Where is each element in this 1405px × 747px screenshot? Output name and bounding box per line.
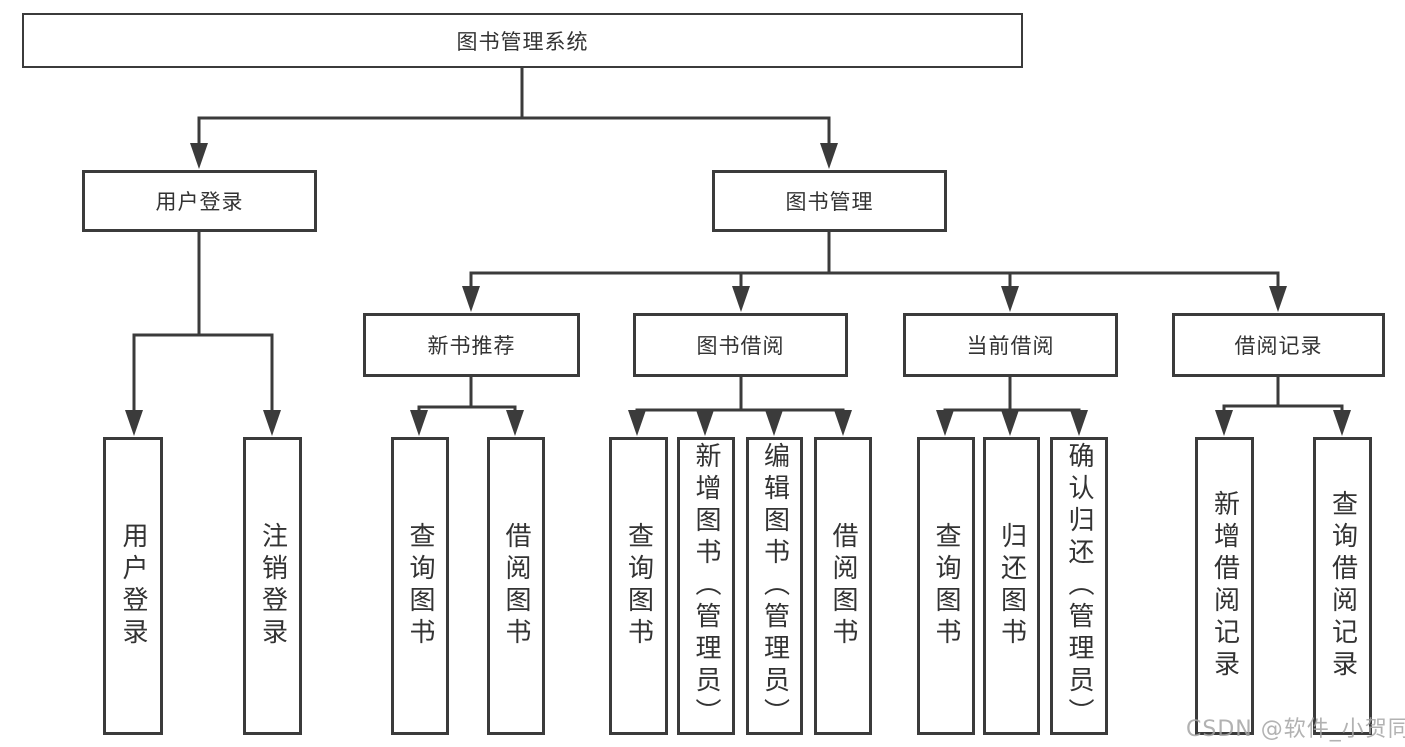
leaf-add-borrow-record: 新增借阅记录 bbox=[1195, 437, 1254, 735]
leaf-borrow-books-recommend: 借阅图书 bbox=[487, 437, 545, 735]
node-new-book-recommend: 新书推荐 bbox=[363, 313, 580, 377]
leaf-confirm-return-admin: 确认归还（管理员） bbox=[1050, 437, 1108, 735]
watermark: CSDN @软件_小贺同学 bbox=[1186, 717, 1405, 742]
node-borrow-records: 借阅记录 bbox=[1172, 313, 1385, 377]
node-root: 图书管理系统 bbox=[22, 13, 1023, 68]
leaf-user-login: 用户登录 bbox=[103, 437, 163, 735]
leaf-borrow-books: 借阅图书 bbox=[814, 437, 872, 735]
leaf-query-books-current: 查询图书 bbox=[917, 437, 975, 735]
node-book-management: 图书管理 bbox=[712, 170, 947, 232]
node-user-login: 用户登录 bbox=[82, 170, 317, 232]
leaf-add-books-admin: 新增图书（管理员） bbox=[677, 437, 735, 735]
leaf-edit-books-admin: 编辑图书（管理员） bbox=[746, 437, 803, 735]
leaf-query-books-borrow: 查询图书 bbox=[609, 437, 668, 735]
node-book-borrow: 图书借阅 bbox=[633, 313, 848, 377]
arrowheads-group bbox=[125, 143, 1351, 436]
leaf-logout: 注销登录 bbox=[243, 437, 302, 735]
leaf-query-books-recommend: 查询图书 bbox=[391, 437, 449, 735]
leaf-query-borrow-record: 查询借阅记录 bbox=[1313, 437, 1372, 735]
leaf-return-books: 归还图书 bbox=[983, 437, 1040, 735]
node-current-borrow: 当前借阅 bbox=[903, 313, 1118, 377]
